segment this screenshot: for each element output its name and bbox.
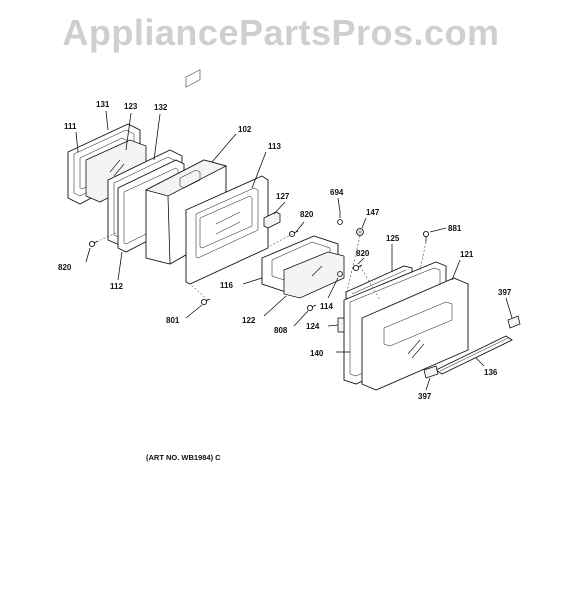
label-part-820-right: 820: [356, 249, 370, 258]
screw-114: [337, 271, 343, 277]
nut-147: [356, 228, 364, 236]
part-clip-124: [337, 317, 345, 333]
label-part-131: 131: [96, 100, 110, 109]
label-part-820-mid: 820: [300, 210, 314, 219]
screw-881: [422, 230, 430, 242]
label-part-125: 125: [386, 234, 400, 243]
alignment-line: [359, 265, 381, 301]
part-end-cap-397-bottom: [423, 365, 439, 379]
art-number: (ART NO. WB1984) C: [146, 453, 221, 462]
label-part-114: 114: [320, 302, 333, 311]
part-inner-panel-113: [185, 175, 269, 285]
alignment-line: [269, 231, 297, 247]
alignment-line: [419, 241, 427, 271]
label-part-113: 113: [268, 142, 281, 151]
label-part-801: 801: [166, 316, 180, 325]
label-part-132: 132: [154, 103, 168, 112]
alignment-line: [189, 283, 209, 301]
alignment-line: [95, 231, 119, 243]
label-part-112: 112: [110, 282, 123, 291]
label-part-122: 122: [242, 316, 256, 325]
label-part-123: 123: [124, 102, 138, 111]
label-part-397-bottom: 397: [418, 392, 432, 401]
screw-801: [200, 298, 211, 306]
label-part-808: 808: [274, 326, 288, 335]
screw-820-mid: [288, 230, 299, 238]
label-part-147: 147: [366, 208, 380, 217]
label-part-116: 116: [220, 281, 233, 290]
label-part-881: 881: [448, 224, 462, 233]
part-end-cap-397-top: [507, 315, 521, 329]
part-glass-122: [283, 251, 345, 299]
label-part-102: 102: [238, 125, 252, 134]
label-part-136: 136: [484, 368, 498, 377]
label-part-127: 127: [276, 192, 290, 201]
label-part-124: 124: [306, 322, 320, 331]
label-part-140: 140: [310, 349, 324, 358]
leader-lines: [75, 110, 513, 391]
label-part-694: 694: [330, 188, 344, 197]
label-part-820-left: 820: [58, 263, 72, 272]
label-part-111: 111: [64, 122, 77, 131]
watermark-logo: AppliancePartsPros.com: [62, 12, 500, 53]
part-outer-glass-121: [361, 277, 469, 391]
label-part-397-top: 397: [498, 288, 512, 297]
screw-694: [337, 212, 343, 225]
part-handle-136: [435, 335, 513, 375]
screw-820-right: [352, 264, 363, 272]
label-part-121: 121: [460, 250, 474, 259]
screw-808: [306, 304, 317, 312]
